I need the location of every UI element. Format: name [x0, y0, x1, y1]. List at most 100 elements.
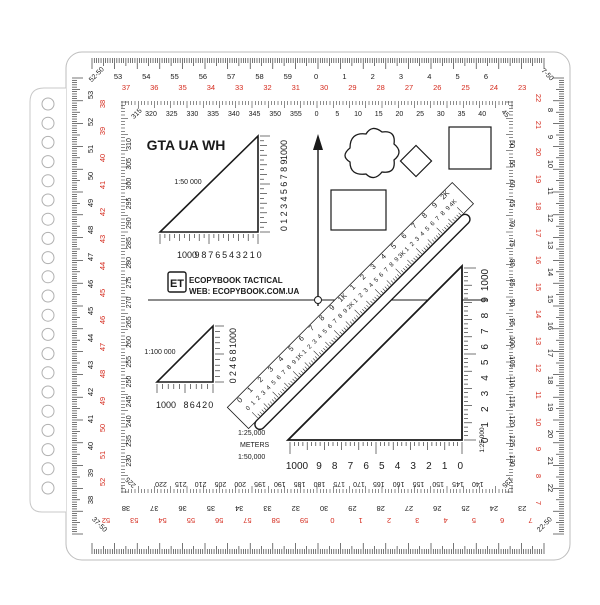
right-outer-number-red: 20 [534, 148, 543, 156]
scale-25k-right-number: 0 [480, 437, 491, 443]
bottom-outer-number-red: 1 [359, 516, 363, 525]
degree-label-right: 95 [508, 318, 515, 326]
right-outer-number-red: 18 [534, 202, 543, 210]
binder-hole [41, 366, 55, 380]
diagonal-ruler-number-50k: 1 [352, 297, 360, 305]
bottom-outer-number-black: 26 [433, 504, 441, 513]
scale-25k-bottom-number: 6 [363, 461, 369, 472]
degree-label-top: 30 [437, 111, 445, 118]
top-outer-number-black: 53 [114, 72, 122, 81]
diagonal-ruler-number-50k: 9 [342, 307, 350, 315]
right-outer-number-red: 15 [534, 283, 543, 291]
degree-label-left: 305 [126, 158, 133, 170]
binder-hole [41, 193, 55, 207]
degree-label-top: 325 [166, 111, 178, 118]
degree-label-bottom: 175 [333, 480, 345, 487]
degree-label-right: 80 [508, 259, 515, 267]
left-outer-number-black: 48 [86, 226, 95, 234]
degree-label-bottom: 180 [313, 480, 325, 487]
degree-label-right: 65 [508, 200, 515, 208]
scale-50k-bottom-number: 9 [194, 250, 199, 260]
bottom-outer-number-black: 29 [348, 504, 356, 513]
degree-label-bottom: 140 [472, 480, 484, 487]
scale-50k-right-number: 8 [279, 167, 289, 172]
diagonal-ruler-number-50k: 4 [265, 384, 273, 392]
degree-label-left: 300 [126, 178, 133, 190]
scale-50k-bottom-number: 7 [208, 250, 213, 260]
diagonal-ruler-number-25k: 6 [297, 334, 306, 343]
top-outer-number-red: 23 [518, 83, 526, 92]
right-outer-number-red: 7 [534, 501, 543, 505]
left-outer-number-red: 46 [98, 316, 107, 324]
outer-tick-band [72, 58, 564, 554]
left-outer-number-black: 53 [86, 91, 95, 99]
scale-25k-bottom-number: 1 [442, 461, 448, 472]
diagonal-ruler-number-25k: 3 [368, 262, 377, 271]
diagonal-ruler-number-50k: 1K [294, 351, 305, 362]
diagonal-ruler-number-50k: 7 [332, 317, 340, 325]
degree-label-top: 35 [458, 111, 466, 118]
diagonal-ruler-number-50k: 9 [291, 358, 299, 366]
top-outer-number-black: 57 [227, 72, 235, 81]
diagonal-ruler-number-25k: 9 [327, 303, 336, 312]
diagonal-ruler-number-50k: 2K [346, 300, 357, 311]
bottom-outer-number-red: 2 [387, 516, 391, 525]
binder-hole [41, 443, 55, 457]
right-outer-number-black: 17 [546, 349, 555, 357]
scale-50k-right-number: 2 [279, 211, 289, 216]
diagonal-ruler-number-50k: 3 [362, 286, 370, 294]
bottom-outer-number-red: 0 [330, 516, 334, 525]
diagonal-ruler-number-50k: 5 [270, 379, 278, 387]
left-outer-number-black: 38 [86, 496, 95, 504]
degree-label-left: 260 [126, 336, 133, 348]
diagonal-ruler-number-50k: 2 [357, 292, 365, 300]
left-outer-number-black: 42 [86, 388, 95, 396]
top-outer-number-black: 54 [142, 72, 150, 81]
left-outer-number-red: 43 [98, 235, 107, 243]
degree-label-left: 285 [126, 237, 133, 249]
scale-100k-right-number: 0 [228, 378, 238, 383]
scale-100k-right-number: 1000 [228, 328, 238, 348]
degree-label-left: 295 [126, 197, 133, 209]
scale-25k-bottom-number: 7 [348, 461, 354, 472]
diagonal-ruler-number-25k: 7 [409, 221, 418, 230]
binder-hole [41, 423, 55, 437]
top-outer-number-black: 59 [284, 72, 292, 81]
diagonal-ruler-number-50k: 6 [275, 374, 283, 382]
left-outer-number-black: 45 [86, 307, 95, 315]
scale-50k-bottom-number: 1000 [177, 250, 197, 260]
left-outer-number-black: 47 [86, 253, 95, 261]
left-outer-number-red: 51 [98, 451, 107, 459]
diagonal-ruler-number-50k: 8 [286, 363, 294, 371]
degree-label-right: 90 [508, 299, 515, 307]
top-outer-number-black: 3 [399, 72, 403, 81]
right-outer-number-red: 21 [534, 121, 543, 129]
degree-label-bottom: 200 [234, 480, 246, 487]
degree-label-top: 320 [145, 111, 157, 118]
degree-label-left: 270 [126, 296, 133, 308]
bottom-outer-number-red: 3 [415, 516, 419, 525]
diagonal-ruler-number-50k: 1 [301, 348, 309, 356]
diagonal-ruler-number-25k: 5 [389, 241, 398, 250]
top-outer-number-red: 33 [235, 83, 243, 92]
left-outer-number-red: 38 [98, 100, 107, 108]
top-outer-number-red: 25 [461, 83, 469, 92]
degree-label-left: 250 [126, 376, 133, 388]
degree-label-top: 5 [335, 111, 339, 118]
brand-logo-icon: ET [170, 278, 184, 290]
scale-25k-right-number: 9 [480, 297, 491, 303]
top-outer-number-red: 30 [320, 83, 328, 92]
left-outer-number-black: 49 [86, 199, 95, 207]
diagonal-ruler: 01234567891K1234567892K01234567891K12345… [226, 181, 475, 431]
scale-100k-bottom-number: 8 [183, 400, 188, 410]
degree-label-left: 265 [126, 316, 133, 328]
diagonal-ruler-number-50k: 7 [383, 266, 391, 274]
binder-hole [41, 174, 55, 188]
top-outer-number-black: 2 [371, 72, 375, 81]
degree-label-bottom: 155 [412, 480, 424, 487]
bottom-outer-number-black: 25 [461, 504, 469, 513]
scale-50k-bottom-number: 1 [250, 250, 255, 260]
scale-25k-bottom-number: 1000 [286, 461, 309, 472]
bottom-outer-number-black: 23 [518, 504, 526, 513]
